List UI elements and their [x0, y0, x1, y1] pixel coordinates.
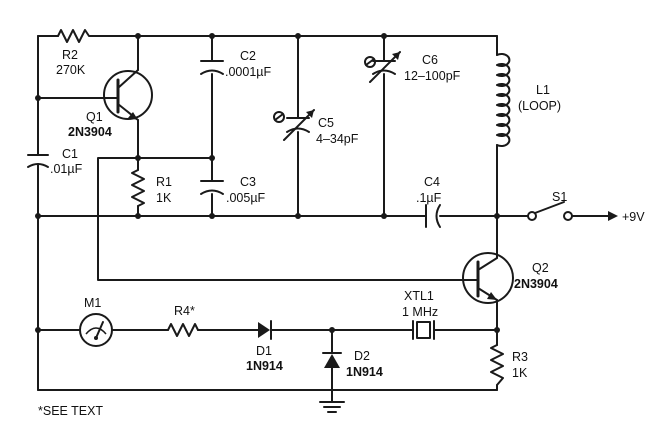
- c3-value: .005µF: [226, 191, 266, 205]
- resistor-r4: [167, 323, 199, 337]
- q2-ref: Q2: [532, 261, 549, 275]
- xtl1-value: 1 MHz: [402, 305, 438, 319]
- l1-ref: L1: [536, 83, 550, 97]
- c4-ref: C4: [424, 175, 440, 189]
- xtl1-ref: XTL1: [404, 289, 434, 303]
- switch-s1: [527, 201, 573, 221]
- resistor-r1: [131, 169, 145, 207]
- c5-ref: C5: [318, 116, 334, 130]
- l1-value: (LOOP): [518, 99, 561, 113]
- c3-ref: C3: [240, 175, 256, 189]
- d2-ref: D2: [354, 349, 370, 363]
- capacitor-c2: [200, 60, 224, 75]
- c2-ref: C2: [240, 49, 256, 63]
- junction-dots: [35, 33, 500, 333]
- d1-ref: D1: [256, 344, 272, 358]
- meter-m1: [79, 313, 113, 347]
- c1-value: .01µF: [50, 162, 83, 176]
- q1-ref: Q1: [86, 110, 103, 124]
- crystal-xtl1: [412, 320, 435, 340]
- resistor-r3: [490, 344, 504, 386]
- capacitor-c4: [421, 204, 441, 228]
- s1-ref: S1: [552, 190, 567, 204]
- capacitor-c1: [27, 149, 49, 173]
- variable-capacitor-c6: [364, 51, 401, 83]
- c4-value: .1µF: [416, 191, 442, 205]
- r2-ref: R2: [62, 48, 78, 62]
- resistor-r2: [57, 29, 93, 43]
- variable-capacitor-c5: [273, 109, 315, 141]
- wires: [37, 35, 609, 403]
- r3-ref: R3: [512, 350, 528, 364]
- r3-value: 1K: [512, 366, 528, 380]
- m1-ref: M1: [84, 296, 101, 310]
- c6-ref: C6: [422, 53, 438, 67]
- c6-value: 12–100pF: [404, 69, 461, 83]
- c1-ref: C1: [62, 147, 78, 161]
- inductor-l1: [496, 53, 511, 147]
- transistor-q2: [462, 252, 514, 304]
- capacitor-c3: [200, 180, 224, 195]
- c2-value: .0001µF: [225, 65, 271, 79]
- d1-value: 1N914: [246, 359, 283, 373]
- transistor-q1: [103, 69, 153, 121]
- r1-value: 1K: [156, 191, 172, 205]
- q2-value: 2N3904: [514, 277, 558, 291]
- d2-value: 1N914: [346, 365, 383, 379]
- footnote: *SEE TEXT: [38, 404, 103, 418]
- supply-arrow-icon: [608, 211, 618, 221]
- c5-value: 4–34pF: [316, 132, 359, 146]
- ground-icon: [319, 401, 345, 413]
- r4-ref: R4*: [174, 304, 195, 318]
- supply-label: +9V: [622, 210, 645, 224]
- r1-ref: R1: [156, 175, 172, 189]
- r2-value: 270K: [56, 63, 86, 77]
- q1-value: 2N3904: [68, 125, 112, 139]
- diode-d2: [322, 352, 342, 368]
- diode-d1: [258, 320, 272, 340]
